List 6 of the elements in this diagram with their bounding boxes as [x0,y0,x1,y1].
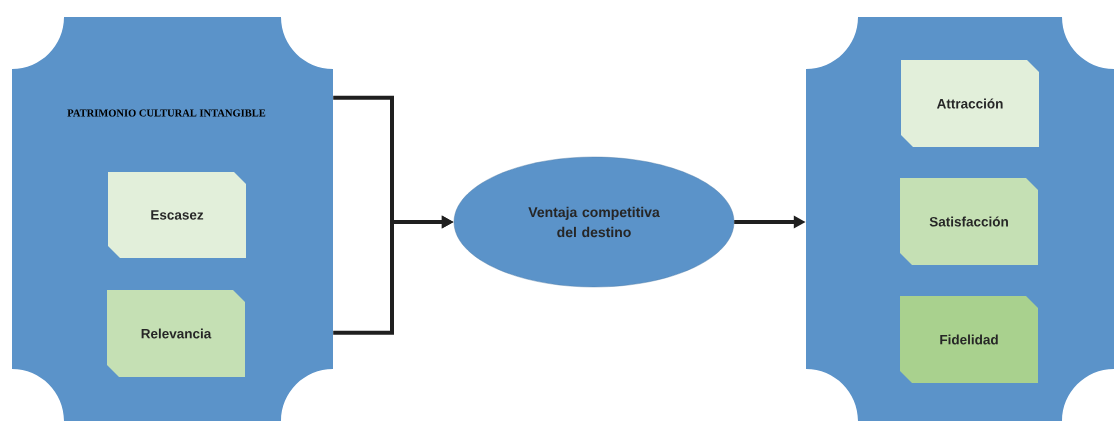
snipped-box: Attracción [901,60,1039,147]
panel-heading: PATRIMONIO CULTURAL INTANGIBLE [67,109,266,117]
snipped-box: Satisfacción [900,178,1038,265]
snipped-box: Escasez [108,172,246,258]
snipped-box: Relevancia [107,290,245,377]
snipped-box: Fidelidad [900,296,1038,383]
